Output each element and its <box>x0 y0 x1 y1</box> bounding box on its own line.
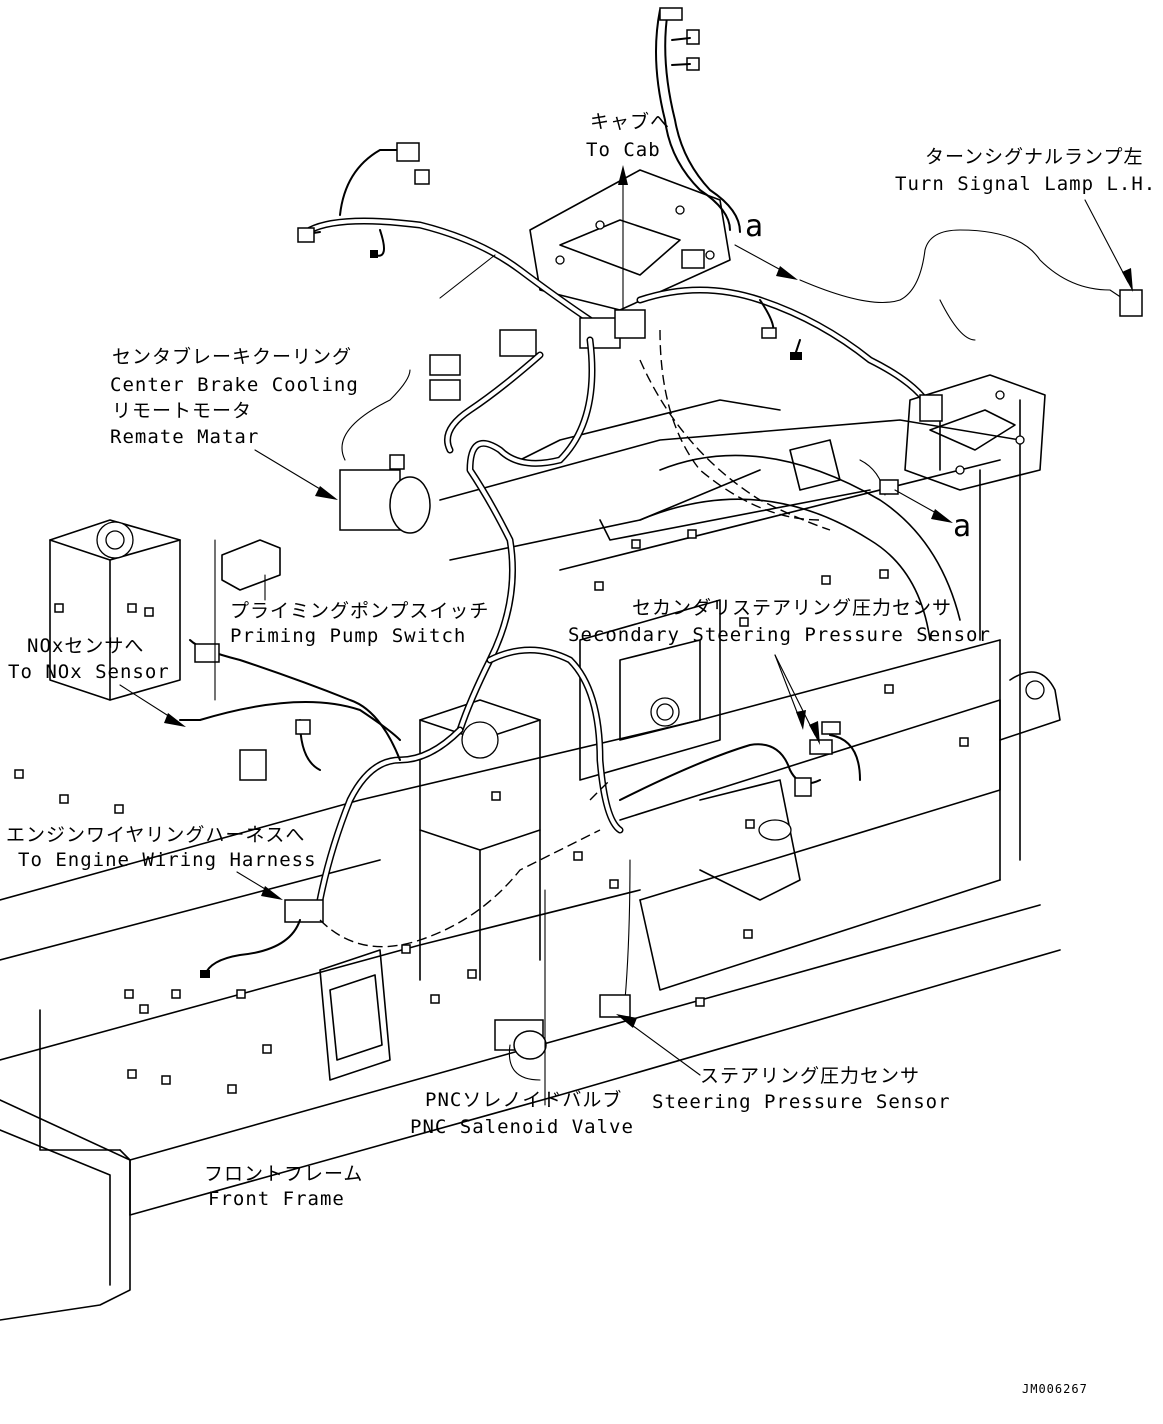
label-turn-signal-jp: ターンシグナルランプ左 <box>925 146 1143 168</box>
label-pnc-jp: PNCソレノイドバルブ <box>425 1088 622 1111</box>
label-brake-cooling-jp2: リモートモータ <box>112 400 252 422</box>
label-front-frame-jp: フロントフレーム <box>204 1163 363 1185</box>
label-to-cab-jp: キャブへ <box>590 110 670 133</box>
label-pnc-en: PNC Salenoid Valve <box>410 1116 634 1138</box>
main-harness <box>179 7 1143 1081</box>
label-nox-en: To NOx Sensor <box>8 661 170 683</box>
leader-lines <box>119 165 1133 1106</box>
label-to-cab-en: To Cab <box>586 139 661 161</box>
label-steering-jp: ステアリング圧力センサ <box>700 1065 920 1087</box>
label-turn-signal-en: Turn Signal Lamp L.H. <box>895 173 1156 195</box>
label-front-frame-en: Front Frame <box>208 1188 345 1210</box>
label-priming-en: Priming Pump Switch <box>230 625 466 647</box>
label-secondary-en: Secondary Steering Pressure Sensor <box>568 624 991 646</box>
label-engine-jp: エンジンワイヤリングハーネスへ <box>6 824 305 846</box>
front-frame-structure <box>0 169 1061 1321</box>
label-priming-jp: プライミングポンプスイッチ <box>230 600 489 622</box>
label-brake-cooling-en2: Remate Matar <box>110 426 259 448</box>
label-brake-cooling-jp1: センタブレーキクーリング <box>112 345 352 368</box>
callout-labels: キャブへ To Cab ターンシグナルランプ左 Turn Signal Lamp… <box>6 110 1156 1396</box>
label-steering-en: Steering Pressure Sensor <box>652 1091 951 1113</box>
label-secondary-jp: セカンダリステアリング圧力センサ <box>632 597 952 619</box>
label-ref-a-lower: a <box>953 509 971 544</box>
label-ref-a-upper: a <box>745 209 763 244</box>
label-engine-en: To Engine Wiring Harness <box>18 849 317 871</box>
drawing-code: JM006267 <box>1022 1382 1088 1396</box>
label-brake-cooling-en1: Center Brake Cooling <box>110 374 359 396</box>
label-nox-jp: NOxセンサへ <box>27 635 144 657</box>
bolt-heads <box>14 529 969 1094</box>
